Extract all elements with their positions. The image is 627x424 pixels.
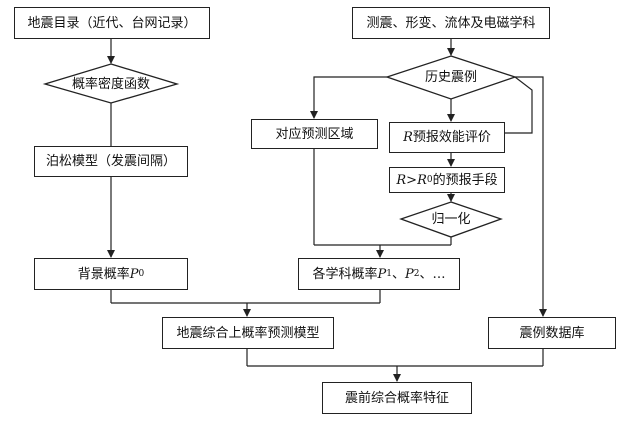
label-combined-model: 地震综合上概率预测模型 bbox=[176, 325, 320, 341]
var-p0: P bbox=[129, 266, 139, 282]
var-r: R bbox=[403, 130, 413, 145]
label-r-eval: 预报效能评价 bbox=[412, 130, 491, 145]
diamond-prob-density bbox=[42, 63, 180, 104]
box-r-evaluation: R 预报效能评价 bbox=[389, 122, 505, 153]
label-observations: 测震、形变、流体及电磁学科 bbox=[366, 15, 536, 31]
label-earthquake-catalog: 地震目录（近代、台网记录） bbox=[27, 15, 197, 31]
diamond-history bbox=[384, 55, 518, 100]
label-background-prefix: 背景概率 bbox=[77, 266, 130, 282]
feedback-reval-to-history bbox=[505, 76, 533, 134]
box-case-database: 震例数据库 bbox=[488, 317, 616, 349]
text-normalize: 归一化 bbox=[431, 211, 471, 227]
label-poisson-model: 泊松模型（发震间隔） bbox=[45, 154, 176, 169]
label-final: 震前综合概率特征 bbox=[344, 390, 449, 406]
label-r-means: 的预报手段 bbox=[432, 172, 498, 188]
text-sep2: 、… bbox=[419, 266, 446, 282]
sub-r0: 0 bbox=[426, 174, 433, 185]
box-poisson-model: 泊松模型（发震间隔） bbox=[34, 146, 188, 177]
diamond-normalize bbox=[399, 201, 503, 238]
arrow-history-to-casedb bbox=[515, 76, 547, 317]
text-prob-density: 概率密度函数 bbox=[71, 76, 150, 92]
label-discipline-prefix: 各学科概率 bbox=[312, 266, 378, 282]
text-gt: > bbox=[406, 172, 418, 188]
sub-p2: 2 bbox=[413, 268, 420, 279]
arrow-history-to-region bbox=[310, 76, 387, 119]
sub-p1: 1 bbox=[386, 268, 392, 279]
box-region: 对应预测区域 bbox=[251, 119, 378, 149]
box-combined-model: 地震综合上概率预测模型 bbox=[162, 317, 334, 349]
text-sep1: 、 bbox=[391, 266, 405, 282]
label-prob-density: 概率密度函数 bbox=[45, 75, 177, 93]
var-r0: R bbox=[417, 172, 427, 188]
var-p1: P bbox=[377, 266, 387, 282]
text-history: 历史震例 bbox=[424, 69, 477, 85]
var-r2: R bbox=[396, 172, 407, 188]
sub-p0: 0 bbox=[138, 268, 145, 279]
label-case-database: 震例数据库 bbox=[519, 325, 585, 341]
box-earthquake-catalog: 地震目录（近代、台网记录） bbox=[14, 7, 210, 39]
box-observations: 测震、形变、流体及电磁学科 bbox=[352, 7, 550, 39]
var-p2: P bbox=[405, 266, 414, 282]
label-normalize: 归一化 bbox=[411, 210, 491, 228]
label-history: 历史震例 bbox=[395, 68, 507, 86]
label-region: 对应预测区域 bbox=[275, 126, 354, 142]
box-final: 震前综合概率特征 bbox=[322, 382, 472, 414]
